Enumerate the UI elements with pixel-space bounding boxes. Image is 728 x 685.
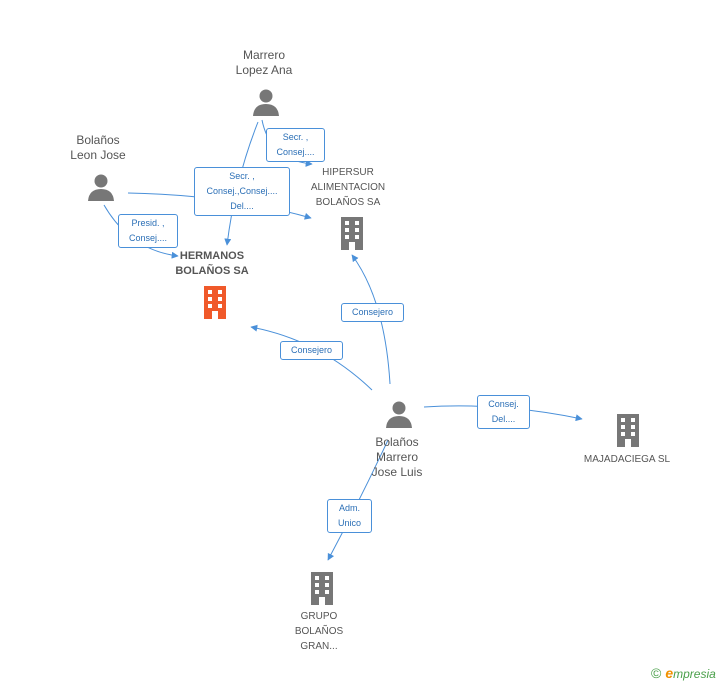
node-label-hipersur[interactable]: HIPERSUR ALIMENTACION BOLAÑOS SA (310, 167, 386, 208)
node-label-grupo-bolanos[interactable]: GRUPO BOLAÑOS GRAN... (294, 611, 344, 652)
building-icon[interactable] (612, 413, 644, 447)
node-label-bolanos-leon-jose[interactable]: Bolaños Leon Jose (70, 133, 126, 162)
building-icon[interactable] (199, 285, 231, 319)
building-icon[interactable] (306, 571, 338, 605)
role-box-consejero-hermanos[interactable]: Consejero (280, 341, 343, 360)
person-icon[interactable] (384, 399, 414, 429)
empresia-logo: ©empresia (651, 665, 716, 681)
node-label-marrero-lopez-ana[interactable]: Marrero Lopez Ana (235, 48, 293, 77)
building-icon[interactable] (336, 216, 368, 250)
brand-initial: e (665, 665, 674, 681)
role-box-secr-consej-del[interactable]: Secr. , Consej.,Consej.... Del.... (194, 167, 290, 216)
role-box-consej-del[interactable]: Consej. Del.... (477, 395, 530, 429)
role-box-secr-consej[interactable]: Secr. , Consej.... (266, 128, 325, 162)
person-icon[interactable] (86, 172, 116, 202)
node-label-bolanos-marrero-jose-luis[interactable]: Bolaños Marrero Jose Luis (371, 435, 423, 479)
role-box-consejero-hipersur[interactable]: Consejero (341, 303, 404, 322)
copyright-symbol: © (651, 665, 662, 681)
node-label-hermanos-bolanos[interactable]: HERMANOS BOLAÑOS SA (175, 250, 249, 277)
brand-name: mpresia (673, 667, 716, 681)
role-box-adm-unico[interactable]: Adm. Unico (327, 499, 372, 533)
role-box-presid-consej[interactable]: Presid. , Consej.... (118, 214, 178, 248)
person-icon[interactable] (251, 87, 281, 117)
node-label-majadaciega[interactable]: MAJADACIEGA SL (583, 454, 671, 465)
